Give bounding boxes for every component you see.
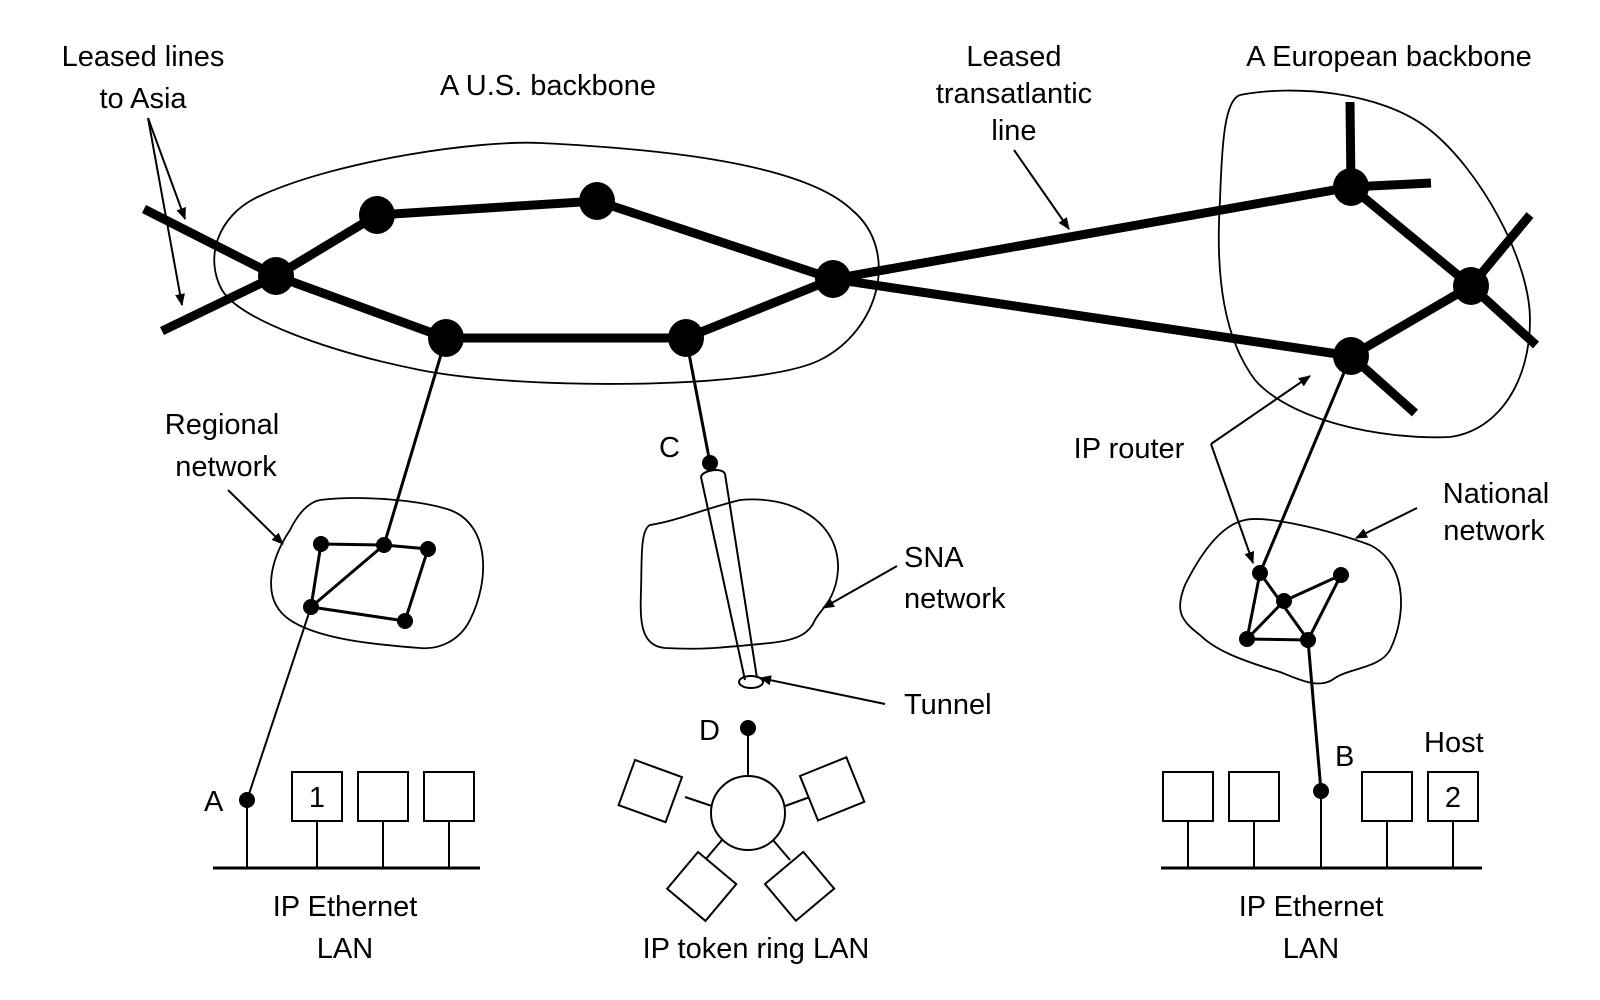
arrow-tunnel [759, 675, 886, 705]
host-box [1361, 771, 1413, 822]
router-node-c [702, 455, 718, 471]
us-backbone-upper [273, 196, 835, 284]
router-node [376, 537, 392, 553]
host-box [423, 771, 475, 822]
regional-network-cloud [270, 497, 485, 650]
national-to-b [1306, 639, 1323, 792]
tunnel [700, 473, 758, 681]
arrow-national [1355, 507, 1418, 539]
label-transatlantic: line [991, 115, 1036, 147]
label-regional-network: network [175, 451, 277, 483]
router-node [1239, 631, 1255, 647]
asia-leased-line-2 [160, 271, 278, 336]
label-transatlantic: transatlantic [936, 78, 1092, 110]
label-host-1: 1 [309, 782, 325, 814]
label-sna-network: network [904, 583, 1006, 615]
label-point-b: B [1335, 741, 1354, 773]
ring-host-box [617, 758, 684, 824]
regional-link [310, 543, 385, 609]
router-node-a [239, 792, 255, 808]
label-regional-network: Regional [165, 409, 279, 441]
label-leased-lines: to Asia [99, 83, 187, 115]
label-ethernet-lan-right: LAN [1283, 933, 1339, 965]
router-node [1252, 565, 1268, 581]
label-host: Host [1424, 727, 1484, 759]
router-node [303, 599, 319, 615]
label-tunnel: Tunnel [904, 689, 992, 721]
host-box [1228, 771, 1280, 822]
arrow-asia-1 [147, 117, 186, 220]
drop [772, 839, 791, 861]
label-national-network: National [1443, 478, 1549, 510]
router-node [397, 613, 413, 629]
link-to-c [684, 337, 712, 464]
drop [684, 796, 713, 807]
transatlantic-line-2 [832, 274, 1352, 361]
sna-network-cloud [639, 498, 839, 650]
router-node [420, 541, 436, 557]
label-point-a: A [204, 786, 224, 818]
arrow-ip-router-2 [1210, 443, 1255, 564]
arrow-asia-2 [147, 117, 185, 306]
router-node [258, 257, 294, 295]
arrow-regional [227, 489, 284, 545]
router-node [579, 182, 615, 220]
eu-link [1348, 282, 1474, 360]
router-node [1276, 593, 1292, 609]
label-point-c: C [659, 432, 680, 464]
arrow-sna [822, 565, 898, 609]
label-token-ring-lan: IP token ring LAN [643, 933, 870, 965]
label-ethernet-lan-left: LAN [317, 933, 373, 965]
label-sna-network: SNA [904, 542, 964, 574]
router-node [1333, 168, 1369, 206]
ring-host-box [763, 850, 836, 923]
transatlantic-line-1 [832, 182, 1352, 284]
router-node [1453, 267, 1489, 305]
us-backbone-cloud [213, 141, 880, 385]
host-box [357, 771, 409, 822]
national-network-cloud [1179, 518, 1402, 685]
router-node-b [1313, 783, 1329, 799]
national-uplink [1258, 355, 1353, 574]
arrow-transatlantic [1013, 149, 1070, 230]
asia-leased-line-1 [141, 204, 279, 281]
regional-uplink [382, 337, 448, 546]
label-host-2: 2 [1445, 782, 1461, 814]
host-box [1162, 771, 1214, 822]
label-ethernet-lan-right: IP Ethernet [1239, 891, 1384, 923]
router-node [815, 260, 851, 298]
host-2-box [1427, 771, 1479, 822]
label-us-backbone: A U.S. backbone [440, 70, 656, 102]
label-ethernet-lan-left: IP Ethernet [273, 891, 418, 923]
european-backbone-cloud [1217, 89, 1531, 439]
arrow-ip-router-1 [1210, 375, 1311, 445]
eu-link [1348, 183, 1474, 290]
label-point-d: D [699, 715, 720, 747]
label-leased-lines: Leased lines [62, 41, 225, 73]
label-national-network: network [1443, 515, 1545, 547]
ring-host-box [665, 850, 738, 923]
drop [784, 796, 811, 807]
router-node [1333, 567, 1349, 583]
national-links [1245, 571, 1345, 642]
label-european-backbone: A European backbone [1246, 41, 1531, 73]
label-ip-router: IP router [1074, 433, 1185, 465]
tunnel-end [738, 675, 764, 689]
drop [704, 839, 723, 861]
us-backbone-lower [274, 271, 835, 343]
tunnel-top [700, 469, 726, 478]
ring-host-box [798, 755, 866, 822]
token-ring [710, 775, 786, 851]
router-node [313, 536, 329, 552]
label-transatlantic: Leased [966, 41, 1061, 73]
regional-links [309, 542, 430, 623]
regional-to-a [246, 606, 312, 801]
router-node [359, 196, 395, 234]
